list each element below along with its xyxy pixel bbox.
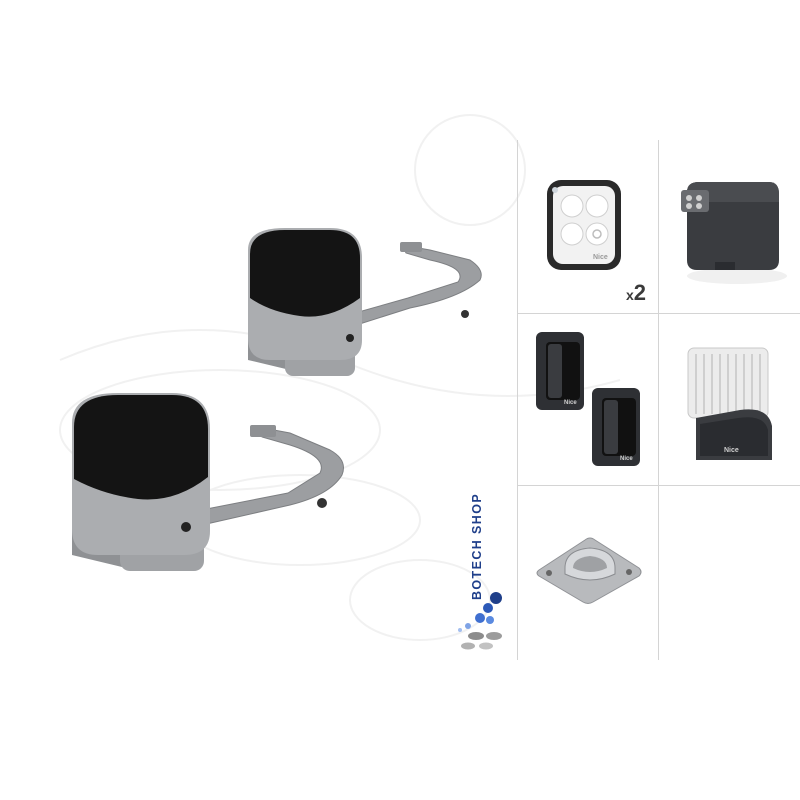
quantity-label: x2 (626, 280, 646, 306)
brand-logo-icon (458, 592, 502, 650)
flashing-light: Nice (687, 347, 772, 460)
remote-logo: Nice (593, 254, 608, 261)
bracket-icon (536, 537, 642, 604)
brand-logo (458, 592, 502, 650)
bracket (536, 537, 642, 604)
remote-control-icon: Nice (547, 180, 621, 270)
photocell-logo-right: Nice (620, 456, 633, 462)
grid-line-horizontal-1 (517, 313, 800, 314)
flashing-light-icon: Nice (687, 347, 772, 460)
flashing-light-logo: Nice (724, 447, 739, 454)
receiver-box (681, 182, 787, 284)
gate-motor-back (248, 228, 482, 376)
receiver-box-icon (681, 182, 787, 284)
remote-control: Nice (547, 180, 621, 270)
quantity-value: 2 (633, 280, 647, 305)
grid-line-horizontal-2 (517, 485, 800, 486)
photocells: Nice Nice (536, 332, 640, 466)
grid-line-vertical-right (658, 140, 659, 660)
grid-line-vertical-left (517, 140, 518, 660)
gate-motor-front (72, 393, 344, 571)
gate-motor-icon (248, 228, 482, 376)
photocell-logo-left: Nice (564, 400, 577, 406)
photocell-icon: Nice Nice (536, 332, 640, 466)
brand-name: BOTECH SHOP (470, 492, 484, 600)
quantity-mark: x (626, 287, 634, 303)
gate-motor-icon (72, 393, 344, 571)
